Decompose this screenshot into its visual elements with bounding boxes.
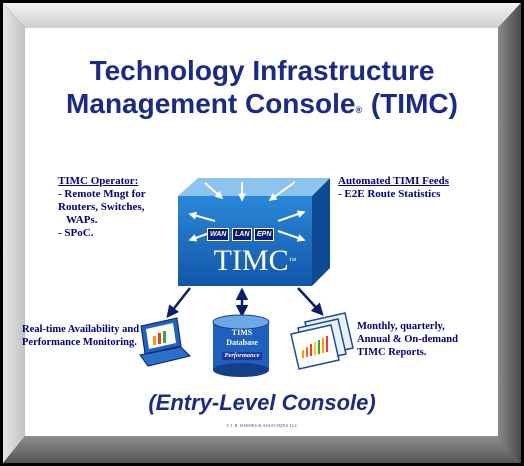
report-bars <box>302 336 328 358</box>
inbound-arrows <box>188 181 306 242</box>
operator-item: - Remote Mngt for <box>58 188 146 200</box>
feeds-item: - E2E Route Statistics <box>338 188 441 200</box>
feeds-block: Automated TIMI Feeds - E2E Route Statist… <box>338 175 488 201</box>
hub-label-text: TIMC <box>213 244 289 277</box>
registered-mark: ® <box>355 105 363 115</box>
reports-line: Monthly, quarterly, <box>357 321 445 332</box>
title-main: Management Console <box>66 88 356 119</box>
monitor-laptop-icon <box>139 317 191 367</box>
hub-trademark: ™ <box>288 256 297 265</box>
entry-level-subtitle: (Entry-Level Console) <box>148 390 376 415</box>
connector-arrows <box>166 287 324 318</box>
db-line-1: TIMS <box>231 328 253 337</box>
feeds-heading: Automated TIMI Feeds <box>338 175 450 187</box>
operator-heading: TIMC Operator: <box>58 175 139 187</box>
title-abbr: (TIMC) <box>363 88 458 119</box>
copyright-notice: © J. R. BARNES & ASSOCIATES LLC <box>226 423 298 428</box>
operator-item: - SPoC. <box>58 227 94 239</box>
operator-item: Routers, Switches, <box>58 201 145 213</box>
wan-tag: WAN <box>207 228 230 241</box>
realtime-line: Real-time Availability and <box>22 324 140 335</box>
reports-line: TIMC Reports. <box>357 347 427 358</box>
realtime-block: Real-time Availability and Performance M… <box>22 323 152 349</box>
db-line-2: Database <box>226 338 258 347</box>
timc-hub <box>178 178 330 286</box>
reports-line: Annual & On-demand <box>357 334 458 345</box>
epn-tag: EPN <box>254 228 275 241</box>
reports-block: Monthly, quarterly, Annual & On-demand T… <box>357 320 487 359</box>
operator-item: WAPs. <box>66 214 98 226</box>
database-cylinder-icon <box>212 314 270 377</box>
realtime-line: Performance Monitoring. <box>22 337 137 348</box>
title-line-2: Management Console® (TIMC) <box>0 88 524 120</box>
operator-block: TIMC Operator: - Remote Mngt for Routers… <box>58 175 168 240</box>
lan-tag: LAN <box>232 228 253 241</box>
title-line-1: Technology Infrastructure <box>89 55 435 86</box>
reports-pages-icon <box>290 312 354 370</box>
hub-label: TIMC™ <box>200 245 310 277</box>
db-performance-label: Performance <box>222 352 262 360</box>
